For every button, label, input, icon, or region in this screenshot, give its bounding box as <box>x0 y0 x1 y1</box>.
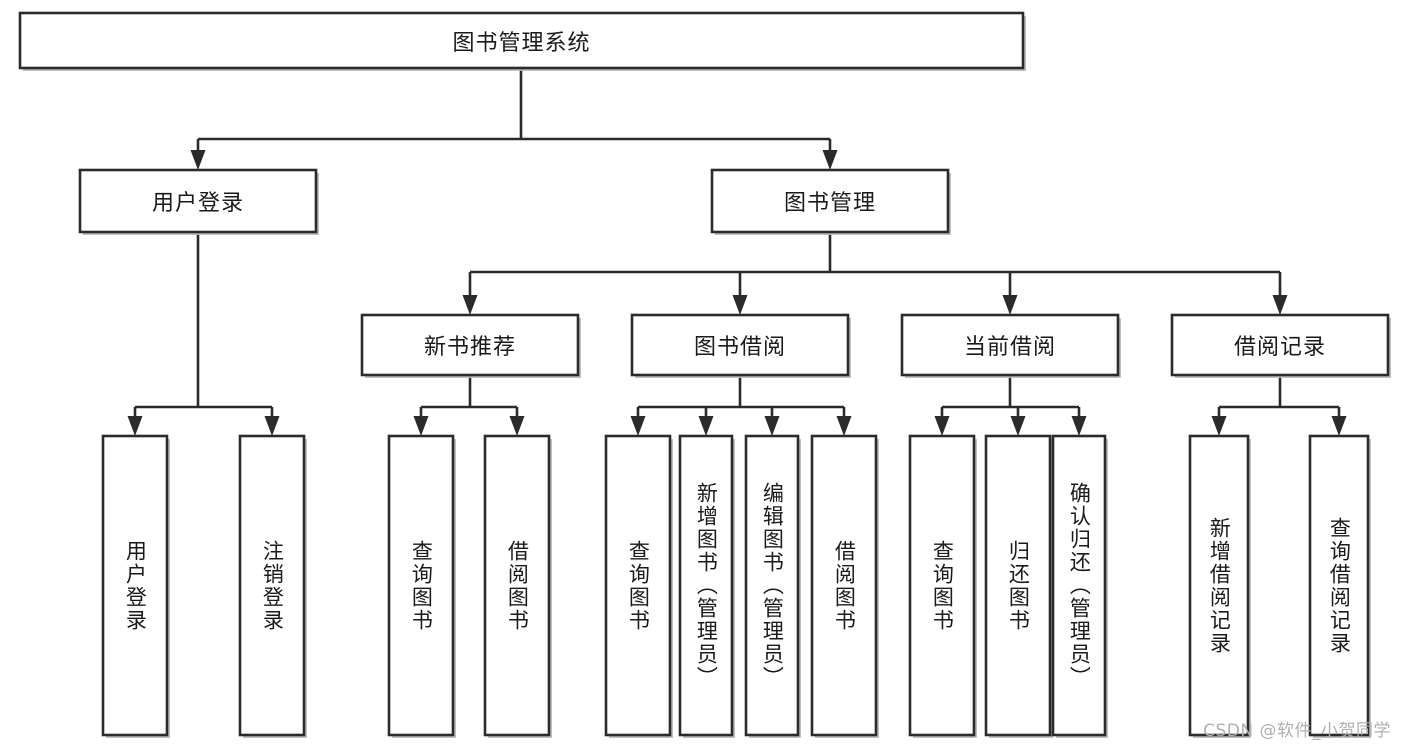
leaf-node-1[interactable] <box>238 434 306 737</box>
connector-arrowhead <box>1002 295 1018 315</box>
leaf-node-2[interactable] <box>387 434 455 737</box>
level2-node-0[interactable] <box>78 168 318 234</box>
connector-arrowhead <box>836 416 852 436</box>
root-node-0[interactable] <box>18 11 1025 70</box>
connector-arrowhead <box>509 416 525 436</box>
connector-arrowhead <box>934 416 950 436</box>
leaf-node-0[interactable] <box>101 434 169 737</box>
connector-arrowhead <box>1272 295 1288 315</box>
connector-arrowhead <box>732 295 748 315</box>
connector-group-4 <box>630 375 852 436</box>
connector-arrowhead <box>822 150 838 170</box>
connector-arrowhead <box>413 416 429 436</box>
level3-node-3[interactable] <box>1170 313 1390 377</box>
connector-arrowhead <box>630 416 646 436</box>
connector-arrowhead <box>1010 416 1026 436</box>
connector-group-2 <box>127 232 280 436</box>
connector-arrowhead <box>127 416 143 436</box>
leaf-node-5[interactable] <box>678 434 734 737</box>
connector-arrowhead <box>190 150 206 170</box>
connector-arrowhead <box>1211 416 1227 436</box>
connector-arrowhead <box>764 416 780 436</box>
connector-arrowhead <box>1331 416 1347 436</box>
node-layer <box>18 11 1391 738</box>
connector-group-3 <box>413 375 525 436</box>
leaf-node-8[interactable] <box>908 434 976 737</box>
leaf-node-11[interactable] <box>1188 434 1250 737</box>
connector-arrowhead <box>264 416 280 436</box>
level3-node-0[interactable] <box>360 313 580 377</box>
connector-arrowhead <box>1071 416 1087 436</box>
level2-node-1[interactable] <box>710 168 950 234</box>
leaf-node-12[interactable] <box>1308 434 1370 737</box>
leaf-node-6[interactable] <box>744 434 800 737</box>
leaf-node-9[interactable] <box>984 434 1052 737</box>
leaf-node-3[interactable] <box>483 434 551 737</box>
leaf-node-4[interactable] <box>604 434 672 737</box>
connector-group-6 <box>1211 375 1347 436</box>
csdn-watermark: CSDN @软件_小贺同学 <box>1203 721 1391 741</box>
connector-arrowhead <box>698 416 714 436</box>
leaf-node-7[interactable] <box>810 434 878 737</box>
connector-arrowhead <box>462 295 478 315</box>
connector-group-1 <box>462 232 1288 315</box>
level3-node-1[interactable] <box>630 313 850 377</box>
leaf-node-10[interactable] <box>1051 434 1107 737</box>
connector-group-5 <box>934 375 1087 436</box>
connector-group-0 <box>190 68 838 170</box>
connector-layer <box>127 68 1347 436</box>
level3-node-2[interactable] <box>900 313 1120 377</box>
